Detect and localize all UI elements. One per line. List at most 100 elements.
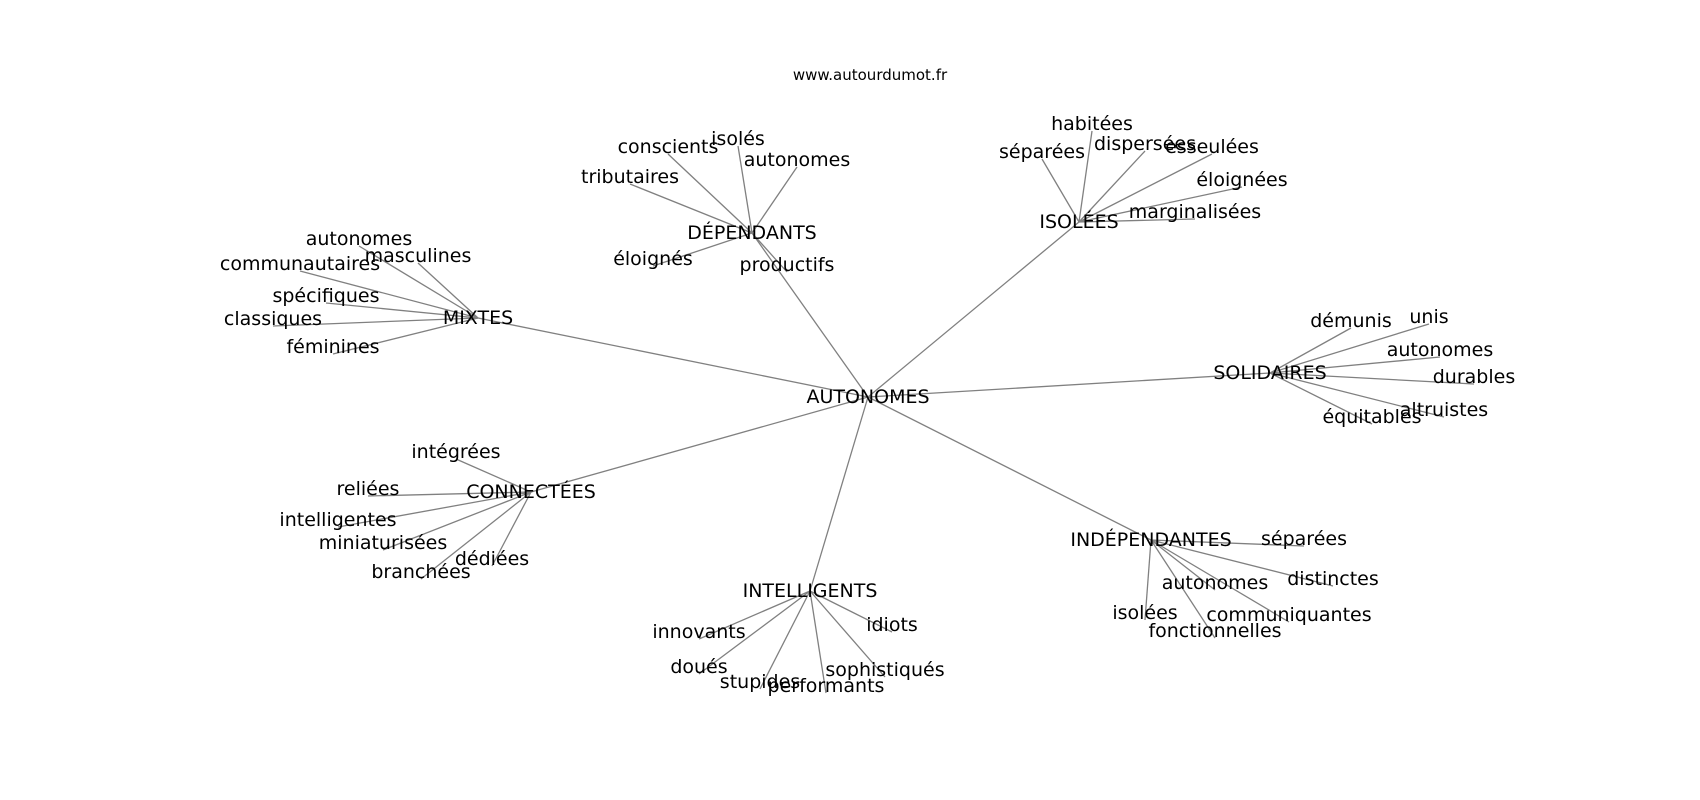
word-node: productifs: [740, 254, 835, 276]
edge-center-4: [530, 396, 869, 493]
word-node: éloignés: [613, 248, 693, 270]
edge-word-2-0: [358, 245, 479, 319]
word-node: durables: [1433, 366, 1516, 388]
edge-word-6-1: [809, 590, 893, 633]
edge-word-1-3: [1078, 153, 1213, 223]
edge-word-4-4: [491, 491, 532, 567]
edge-word-5-2: [1150, 539, 1216, 591]
edge-word-6-5: [809, 590, 827, 694]
edge-word-5-0: [1150, 539, 1305, 547]
word-node: démunis: [1310, 310, 1392, 332]
edge-word-3-5: [1269, 372, 1373, 425]
word-node: autonomes: [1387, 339, 1494, 361]
group-node: ISOLÉES: [1039, 210, 1118, 233]
word-node: intégrées: [411, 441, 500, 463]
word-node: reliées: [337, 478, 400, 500]
word-node: stupides: [720, 671, 800, 693]
word-node: séparées: [1261, 528, 1347, 550]
word-node: innovants: [652, 621, 745, 643]
word-node: masculines: [365, 245, 472, 267]
edge-word-0-4: [652, 232, 753, 267]
word-node: dispersées: [1094, 133, 1196, 155]
edge-word-0-3: [629, 183, 753, 234]
edge-word-4-5: [420, 491, 532, 580]
group-node: CONNECTÉES: [466, 480, 596, 503]
edge-word-2-2: [299, 270, 479, 319]
edge-word-5-3: [1150, 539, 1290, 623]
group-node: DÉPENDANTS: [687, 221, 816, 244]
edge-word-3-0: [1269, 327, 1352, 374]
word-node: féminines: [286, 336, 379, 358]
edge-word-2-5: [332, 317, 479, 355]
edge-center-0: [751, 232, 869, 398]
word-node: performants: [768, 675, 885, 697]
word-node: branchées: [371, 561, 470, 583]
word-node: idiots: [866, 614, 918, 636]
word-node: intelligentes: [279, 509, 396, 531]
word-node: esseulées: [1165, 136, 1259, 158]
word-node: classiques: [224, 308, 322, 330]
edge-word-3-1: [1269, 323, 1430, 374]
edge-word-5-1: [1150, 539, 1334, 587]
edge-word-4-2: [337, 491, 532, 528]
word-node: autonomes: [744, 149, 851, 171]
edge-word-0-1: [737, 145, 753, 234]
edge-center-6: [809, 396, 869, 592]
edge-word-6-2: [698, 590, 811, 675]
word-node: communiquantes: [1206, 604, 1371, 626]
group-node: INTELLIGENTS: [743, 580, 878, 602]
edge-center-2: [477, 317, 869, 398]
group-node: INDÉPENDANTES: [1070, 528, 1231, 551]
labels: conscientsisolésautonomestributaireséloi…: [220, 113, 1515, 697]
word-node: distinctes: [1287, 568, 1379, 590]
word-node: isolés: [711, 128, 765, 150]
edge-word-1-0: [1078, 130, 1093, 223]
word-node: autonomes: [1162, 572, 1269, 594]
edge-word-4-1: [367, 491, 532, 497]
word-node: séparées: [999, 141, 1085, 163]
edge-center-5: [867, 396, 1152, 541]
word-node: autonomes: [306, 228, 413, 250]
word-node: doués: [670, 656, 727, 678]
word-node: marginalisées: [1129, 201, 1261, 223]
word-node: miniaturisées: [319, 532, 448, 554]
edge-word-3-4: [1269, 372, 1445, 418]
edge-word-0-2: [751, 166, 798, 234]
word-node: fonctionnelles: [1148, 620, 1281, 642]
center-node: AUTONOMES: [806, 386, 929, 408]
word-node: unis: [1409, 306, 1448, 328]
word-node: dédiées: [455, 548, 529, 570]
group-node: SOLIDAIRES: [1213, 362, 1326, 384]
source-watermark: www.autourdumot.fr: [792, 66, 948, 84]
group-node: MIXTES: [443, 307, 513, 329]
edge-word-2-1: [417, 262, 479, 319]
edge-word-0-5: [751, 232, 788, 273]
edge-word-2-3: [325, 302, 479, 319]
edge-word-6-3: [809, 590, 886, 678]
edge-word-4-0: [455, 458, 532, 493]
edge-word-1-5: [1078, 218, 1196, 223]
word-node: tributaires: [581, 166, 679, 188]
edge-word-1-4: [1078, 186, 1243, 223]
edge-word-1-2: [1078, 150, 1146, 223]
edge-word-3-3: [1269, 372, 1475, 385]
edge-word-4-3: [382, 491, 532, 551]
word-node: altruistes: [1400, 399, 1488, 421]
edge-word-5-4: [1144, 539, 1152, 621]
edge-center-1: [867, 221, 1080, 398]
edges: [272, 130, 1475, 694]
word-node: équitables: [1322, 406, 1421, 428]
edge-center-3: [867, 372, 1271, 398]
edge-word-3-2: [1269, 356, 1441, 374]
edge-word-2-4: [272, 317, 479, 327]
word-node: habitées: [1051, 113, 1133, 135]
word-node: sophistiqués: [825, 659, 944, 681]
word-node: isolées: [1112, 602, 1177, 624]
word-node: spécifiques: [272, 285, 379, 307]
edge-word-6-0: [698, 590, 811, 640]
edge-word-0-0: [667, 153, 753, 234]
edge-word-6-4: [759, 590, 811, 690]
word-node: éloignées: [1196, 169, 1287, 191]
word-node: communautaires: [220, 253, 380, 275]
